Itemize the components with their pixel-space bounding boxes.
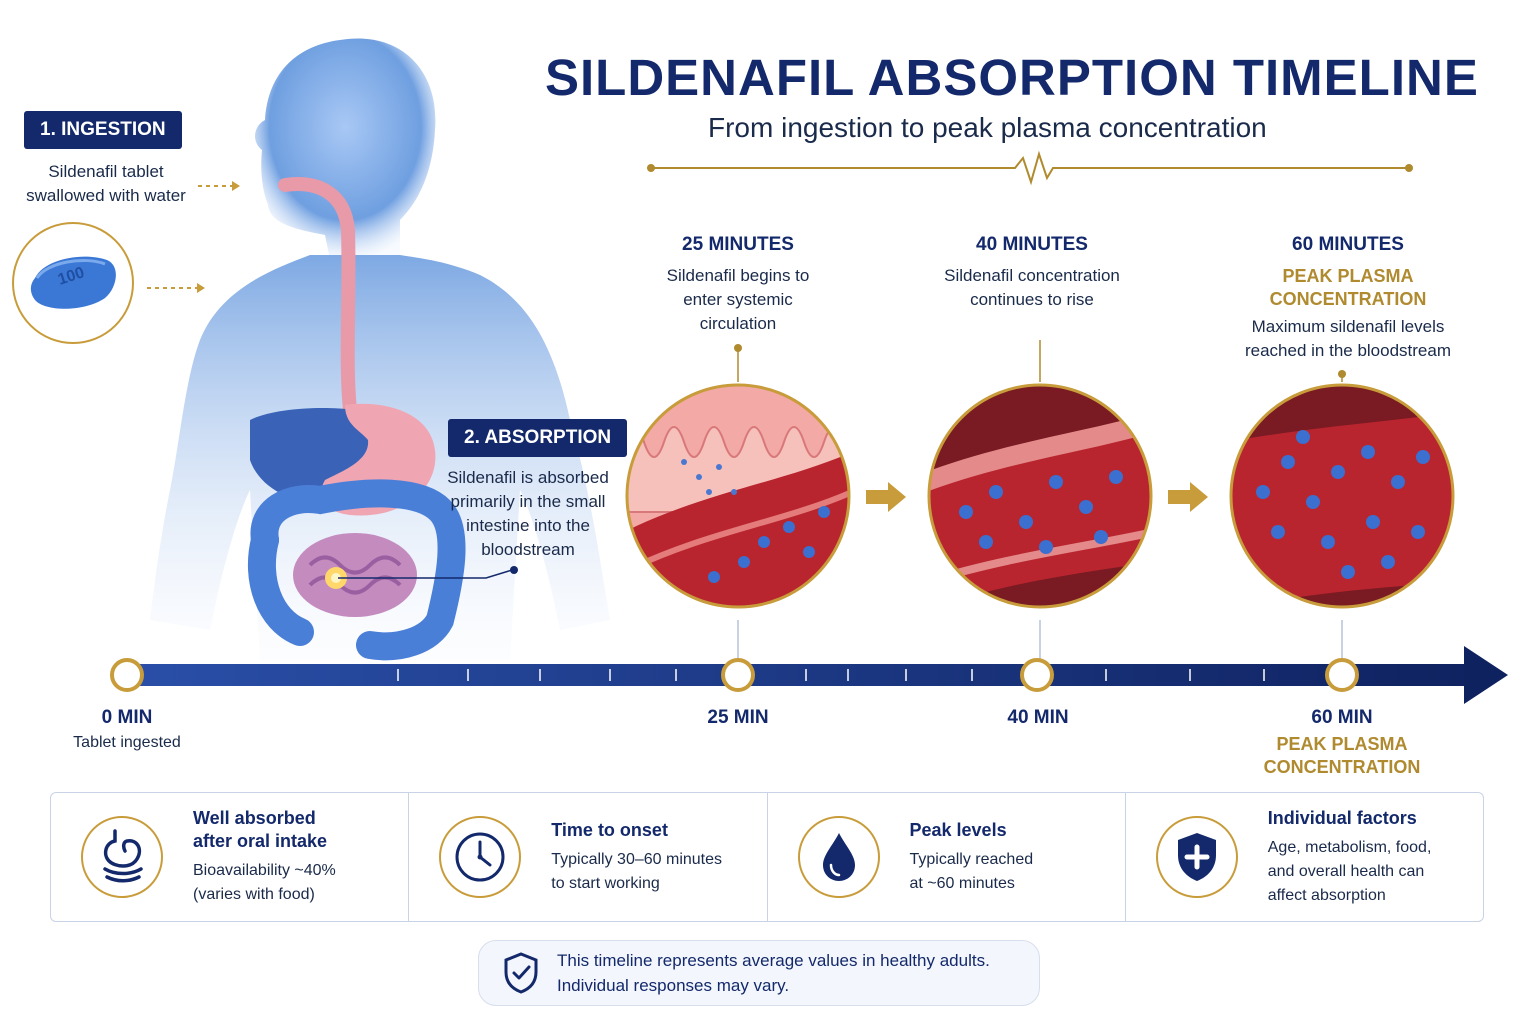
card-title-line: Time to onset xyxy=(551,819,668,840)
tick-label-40: 40 MIN xyxy=(1007,707,1069,728)
card-absorption: Well absorbed after oral intake Bioavaila… xyxy=(51,793,410,921)
milestone-desc-line: reached in the bloodstream xyxy=(1244,341,1452,360)
vessel-view-60 xyxy=(1229,383,1455,609)
card-factors: Individual factors Age, metabolism, food… xyxy=(1126,793,1483,921)
card-body-line: and overall health can xyxy=(1267,862,1425,880)
shield-plus-icon xyxy=(1155,816,1238,898)
milestone-60-title: 60 MINUTES xyxy=(1292,234,1404,255)
tick-label-25: 25 MIN xyxy=(707,707,769,728)
step-desc-ingestion: Sildenafil tablet swallowed with water xyxy=(14,160,198,208)
pill-badge: 100 xyxy=(12,222,134,344)
clock-icon xyxy=(439,816,522,898)
milestone-connectors xyxy=(734,340,1346,382)
card-title-line: Well absorbed xyxy=(193,808,316,828)
milestone-40-desc: Sildenafil concentration continues to ri… xyxy=(912,264,1152,312)
arrow-from-pill xyxy=(147,283,205,293)
highlight-line: CONCENTRATION xyxy=(1263,757,1421,777)
timeline-bar xyxy=(110,620,1508,704)
absorption-leader-line xyxy=(338,566,518,579)
page-title: SILDENAFIL ABSORPTION TIMELINE xyxy=(545,49,1479,106)
vessel-view-40 xyxy=(927,383,1153,609)
tick-60-highlight: PEAK PLASMA CONCENTRATION xyxy=(1232,733,1452,779)
card-body-line: Typically reached xyxy=(909,850,1034,868)
card-body-line: Bioavailability ~40% xyxy=(193,862,336,879)
milestone-60-desc: Maximum sildenafil levels reached in the… xyxy=(1228,315,1468,363)
disclaimer-note: This timeline represents average values … xyxy=(478,940,1040,1006)
arrow-40-to-60 xyxy=(1168,482,1208,512)
card-body-line: Age, metabolism, food, xyxy=(1267,838,1432,856)
milestone-desc-line: continues to rise xyxy=(970,290,1094,309)
card-body-line: Typically 30–60 minutes xyxy=(551,850,723,868)
highlight-line: PEAK PLASMA xyxy=(1282,266,1414,286)
milestone-25-desc: Sildenafil begins to enter systemic circ… xyxy=(638,264,838,336)
step-label-ingestion: 1. INGESTION xyxy=(24,111,182,149)
milestone-60-highlight: PEAK PLASMA CONCENTRATION xyxy=(1228,265,1468,311)
tick-label-0: 0 MIN xyxy=(101,707,153,728)
page-subtitle: From ingestion to peak plasma concentrat… xyxy=(708,112,1267,143)
card-body-line: to start working xyxy=(551,874,660,892)
highlight-line: PEAK PLASMA xyxy=(1276,734,1408,754)
step-label-absorption: 2. ABSORPTION xyxy=(448,419,628,457)
note-line: This timeline represents average values … xyxy=(557,951,990,970)
step-desc-absorption: Sildenafil is absorbed primarily in the … xyxy=(440,466,616,562)
milestone-desc-line: Maximum sildenafil levels xyxy=(1251,317,1445,336)
step-desc-line: Sildenafil tablet xyxy=(48,162,164,181)
stomach-icon xyxy=(81,816,163,898)
milestone-40-title: 40 MINUTES xyxy=(976,234,1088,255)
milestone-desc-line: enter systemic xyxy=(683,290,793,309)
milestone-desc-line: Sildenafil begins to xyxy=(666,266,810,285)
pill-icon xyxy=(30,256,116,309)
step-desc-line: bloodstream xyxy=(481,540,575,559)
card-body-line: affect absorption xyxy=(1267,886,1386,904)
body-illustration xyxy=(150,38,610,661)
arrow-to-mouth xyxy=(198,181,240,191)
info-cards: Well absorbed after oral intake Bioavaila… xyxy=(50,792,1484,922)
card-title-line: Individual factors xyxy=(1267,807,1417,828)
heartbeat-divider xyxy=(647,150,1413,186)
shield-check-icon xyxy=(504,952,538,994)
vessel-view-25 xyxy=(625,383,851,609)
note-line: Individual responses may vary. xyxy=(557,976,790,995)
card-onset: Time to onset Typically 30–60 minutes to … xyxy=(409,793,768,921)
milestone-desc-line: Sildenafil concentration xyxy=(944,266,1120,285)
tick-label-60: 60 MIN xyxy=(1311,707,1373,728)
tick-sub-0: Tablet ingested xyxy=(73,734,181,751)
step-desc-line: primarily in the small xyxy=(450,492,606,511)
drop-icon xyxy=(797,816,880,898)
card-peak: Peak levels Typically reached at ~60 minu… xyxy=(768,793,1126,921)
step-desc-line: intestine into the xyxy=(466,516,590,535)
milestone-desc-line: circulation xyxy=(699,314,777,333)
card-body-line: (varies with food) xyxy=(193,886,315,903)
milestone-25-title: 25 MINUTES xyxy=(682,234,794,255)
highlight-line: CONCENTRATION xyxy=(1269,289,1427,309)
arrow-25-to-40 xyxy=(866,482,906,512)
card-title-line: Peak levels xyxy=(909,819,1007,840)
card-title-line: after oral intake xyxy=(193,831,328,851)
step-desc-line: Sildenafil is absorbed xyxy=(447,468,609,487)
card-body-line: at ~60 minutes xyxy=(909,874,1015,892)
step-desc-line: swallowed with water xyxy=(26,186,186,205)
